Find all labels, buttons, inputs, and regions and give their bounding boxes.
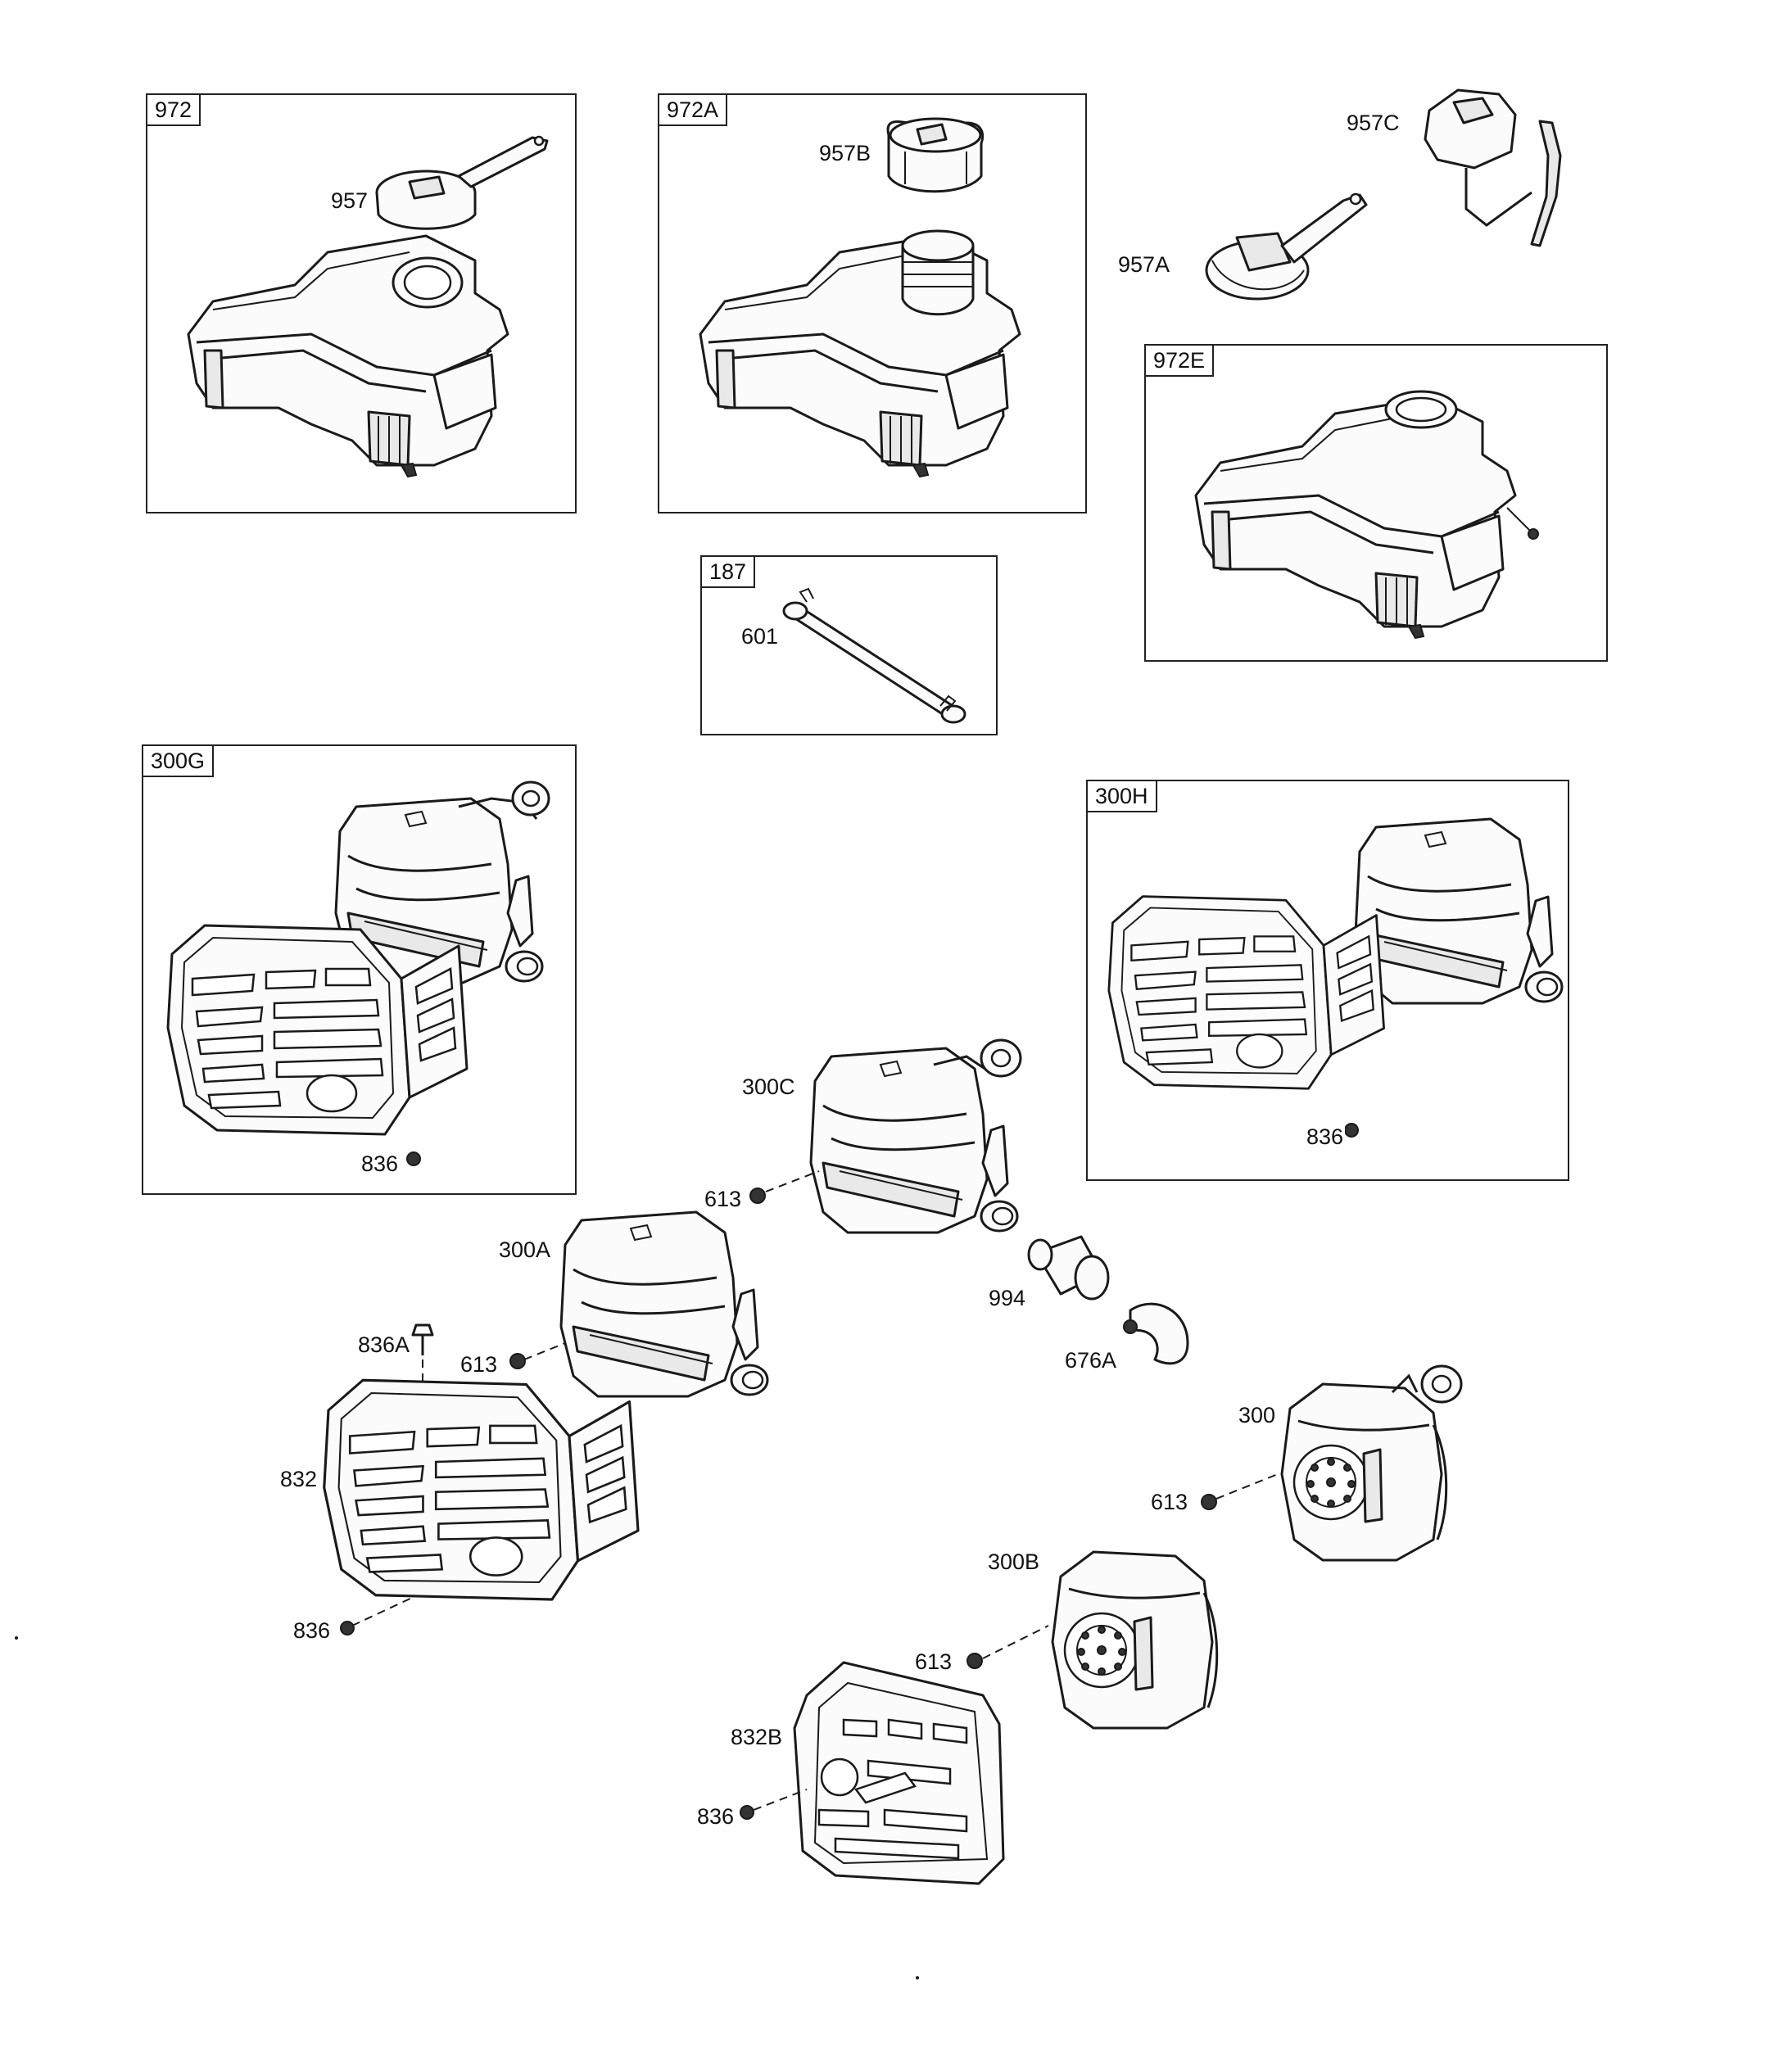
deflector-676a [1123,1302,1189,1365]
screw-836-832 [340,1621,355,1635]
callout-601: 601 [740,624,781,649]
callout-994: 994 [987,1286,1028,1310]
fuel-neck-972a [901,229,975,316]
callout-300b: 300B [986,1549,1042,1574]
callout-832b: 832B [729,1725,785,1749]
muffler-300b [1051,1550,1219,1730]
group-frame-972e: 972E [1144,344,1608,662]
heat-shield-300h [1107,895,1385,1090]
callout-300: 300 [1237,1403,1278,1427]
screw-836-300h [1344,1123,1359,1138]
callout-836-300h: 836 [1305,1124,1346,1149]
callout-613-300b: 613 [913,1649,954,1674]
callout-613-300: 613 [1149,1490,1190,1514]
callout-836-300g: 836 [360,1151,401,1176]
group-label-972a: 972A [658,93,728,126]
bolt-613-300c [749,1188,766,1204]
callout-676a: 676A [1063,1348,1119,1373]
heat-shield-832b [793,1661,1005,1885]
bracket-300 [1391,1364,1463,1404]
callout-300a: 300A [497,1237,553,1262]
callout-957: 957 [329,188,370,213]
callout-836-832b: 836 [695,1804,736,1829]
adapter-994 [1027,1235,1110,1301]
fuel-cap-957c [1424,88,1562,247]
heat-shield-832 [323,1378,640,1601]
bolt-613-300 [1201,1494,1217,1510]
group-frame-972a: 972A [658,93,1087,513]
muffler-300h [1354,817,1564,1005]
bracket-300c [933,1038,1022,1078]
fuel-tank-972e [1194,396,1517,640]
screw-836-300g [406,1151,421,1166]
group-frame-300h: 300H [1086,780,1569,1181]
group-label-300h: 300H [1086,780,1157,812]
fuel-line-601 [782,587,966,724]
callout-957c: 957C [1345,111,1401,135]
muffler-300c [809,1047,1019,1234]
bolt-836a [411,1323,434,1355]
bolt-613-300b [966,1653,983,1669]
group-label-972: 972 [146,93,201,126]
bracket-300g [458,780,550,820]
muffler-300 [1280,1382,1448,1562]
leader-836-832 [351,1596,414,1626]
callout-832: 832 [278,1467,319,1491]
bolt-613-300a [509,1353,526,1369]
leader-613-300 [1215,1473,1279,1500]
callout-836-832: 836 [292,1618,333,1643]
callout-613-300c: 613 [703,1187,744,1211]
callout-957a: 957A [1116,252,1172,277]
group-label-972e: 972E [1144,344,1215,377]
group-frame-972: 972 [146,93,577,513]
callout-613-300a: 613 [459,1352,500,1377]
group-label-187: 187 [700,555,756,588]
leader-613-300c [765,1170,820,1192]
group-label-300g: 300G [142,744,215,777]
group-frame-187: 187 [700,555,998,735]
callout-300c: 300C [740,1074,797,1099]
group-frame-300g: 300G [142,744,577,1195]
leader-836-832b [753,1789,808,1811]
callout-836a: 836A [356,1332,412,1357]
callout-957b: 957B [817,141,873,165]
muffler-300a [559,1210,769,1398]
leader-613-300a [523,1342,566,1360]
leader-613-300b [982,1625,1049,1659]
fuel-cap-957b [886,117,985,193]
fuel-cap-957 [375,135,549,230]
fuel-cap-957a [1205,192,1368,301]
screw-836-832b [740,1805,754,1820]
